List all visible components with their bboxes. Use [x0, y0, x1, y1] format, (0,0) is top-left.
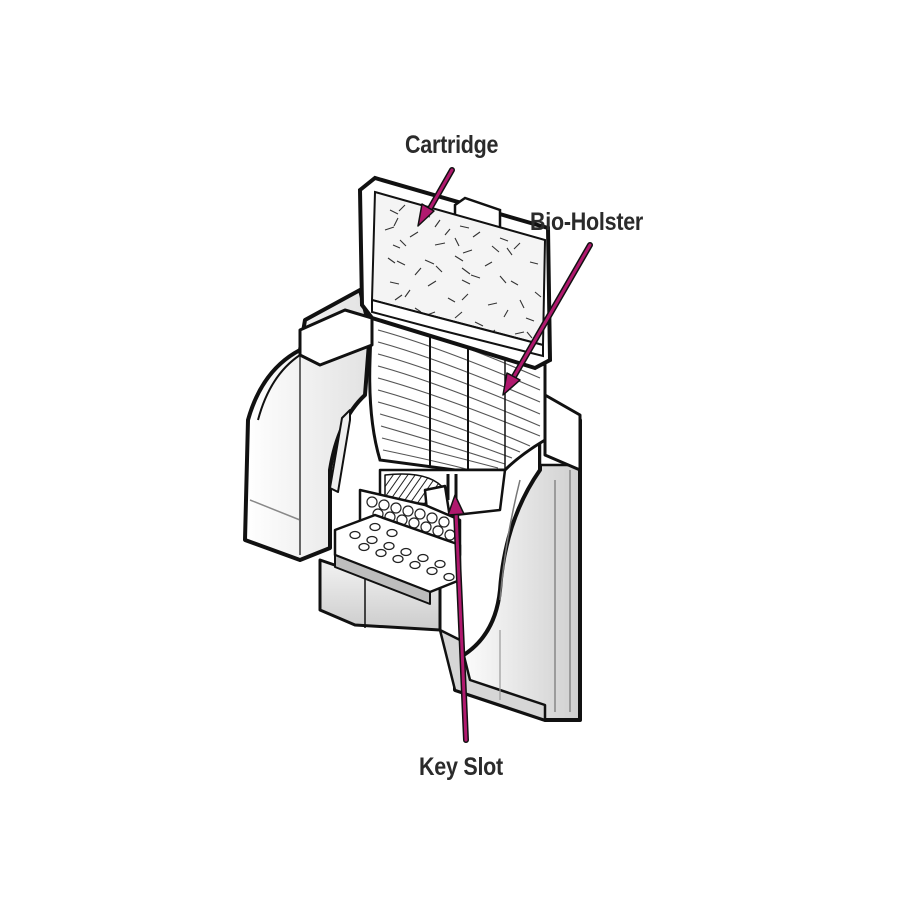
floss-texture: [384, 204, 542, 339]
arrow-key-slot: [447, 494, 469, 743]
housing-rim: [257, 308, 374, 421]
label-cartridge: Cartridge: [405, 131, 499, 159]
arrow-cartridge: [417, 167, 455, 227]
label-key-slot: Key Slot: [419, 753, 503, 781]
cartridge: [357, 175, 553, 371]
arrow-bio-holster: [502, 242, 593, 396]
lower-chamber: [333, 468, 507, 605]
callout-arrows: [417, 167, 593, 743]
label-bio-holster: Bio-Holster: [530, 208, 644, 236]
housing-right-rim: [543, 393, 582, 472]
